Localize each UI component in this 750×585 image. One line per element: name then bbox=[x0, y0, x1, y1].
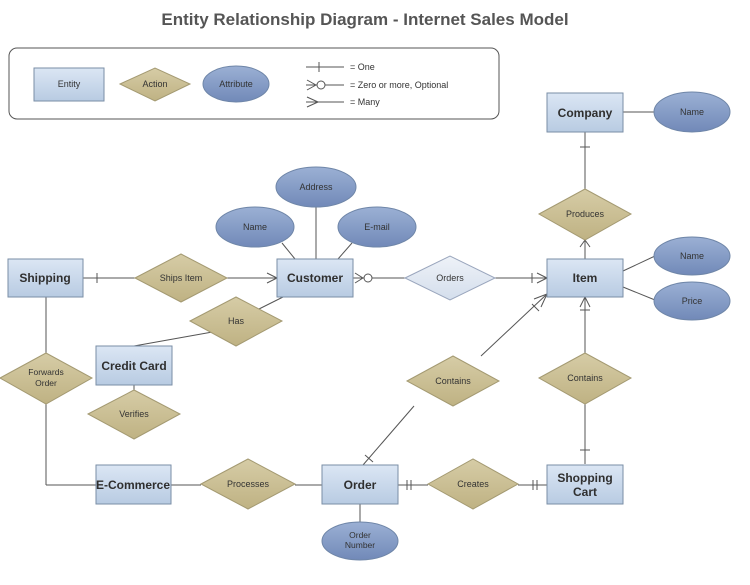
link-item-name bbox=[622, 255, 656, 272]
attr-customer-email-label: E-mail bbox=[364, 222, 390, 232]
entities: Company Customer Shipping Item Credit Ca… bbox=[7, 92, 624, 505]
action-orders bbox=[403, 255, 497, 301]
link-contains-item bbox=[480, 293, 548, 357]
link-orders-item-crow-a bbox=[536, 272, 548, 279]
legend-one-label: = One bbox=[350, 62, 375, 72]
link-item-contains-crow-b bbox=[584, 296, 591, 308]
legend: Entity Action Attribute = One = Zero or … bbox=[8, 47, 500, 120]
link-customer-has bbox=[254, 296, 284, 312]
action-orders-label: Orders bbox=[436, 273, 464, 283]
connectors bbox=[45, 111, 656, 524]
action-ships-item-label: Ships Item bbox=[160, 273, 203, 283]
link-item-price bbox=[622, 286, 656, 301]
diagram-title: Entity Relationship Diagram - Internet S… bbox=[161, 10, 569, 29]
entity-company bbox=[546, 92, 624, 133]
entity-customer-label: Customer bbox=[287, 271, 343, 285]
attributes: Name Address Name E-mail Name Price Orde… bbox=[215, 91, 731, 561]
legend-action-label: Action bbox=[142, 79, 167, 89]
entity-shopping-cart-label-1: Shopping bbox=[557, 471, 612, 485]
action-forwards-order bbox=[0, 352, 94, 405]
link-customer-email bbox=[337, 242, 353, 260]
action-produces-label: Produces bbox=[566, 209, 605, 219]
link-customer-orders-crow-b bbox=[354, 277, 364, 284]
legend-entity-label: Entity bbox=[58, 79, 81, 89]
entity-company-label: Company bbox=[558, 106, 613, 120]
link-has-creditcard bbox=[133, 330, 219, 347]
attr-customer-email bbox=[337, 206, 417, 248]
entity-shopping-cart bbox=[546, 464, 624, 505]
attr-item-name bbox=[653, 236, 731, 276]
entity-customer bbox=[276, 258, 354, 298]
legend-attribute-label: Attribute bbox=[219, 79, 253, 89]
link-customer-orders-crow-a bbox=[354, 272, 364, 279]
entity-ecommerce bbox=[95, 464, 172, 505]
link-shipsitem-crow-a bbox=[266, 272, 278, 279]
attr-item-price bbox=[653, 281, 731, 321]
legend-many-crow-b bbox=[306, 101, 319, 108]
legend-entity-shape bbox=[33, 67, 105, 102]
action-creates bbox=[426, 458, 520, 510]
entity-shopping-cart-label-2: Cart bbox=[573, 485, 597, 499]
attr-customer-name-label: Name bbox=[243, 222, 267, 232]
legend-zero-circle bbox=[316, 80, 326, 90]
entity-shipping bbox=[7, 258, 84, 298]
entity-ecommerce-label: E-Commerce bbox=[96, 478, 170, 492]
link-order-contains-tick bbox=[364, 454, 374, 463]
link-customer-name bbox=[281, 242, 296, 260]
legend-many-label: = Many bbox=[350, 97, 380, 107]
action-has-label: Has bbox=[228, 316, 245, 326]
link-order-contains bbox=[362, 405, 415, 466]
attr-order-number-label-1: Order bbox=[349, 530, 371, 540]
attr-customer-address-label: Address bbox=[299, 182, 333, 192]
attr-item-name-label: Name bbox=[680, 251, 704, 261]
action-forwards-order-label-2: Order bbox=[35, 378, 57, 388]
attr-order-number-label-2: Number bbox=[345, 540, 375, 550]
attr-company-name-label: Name bbox=[680, 107, 704, 117]
action-contains-order bbox=[405, 355, 501, 407]
link-contains-item-crow-a bbox=[533, 293, 548, 300]
attr-order-number bbox=[321, 521, 399, 561]
action-has bbox=[188, 296, 284, 347]
legend-action-shape bbox=[118, 67, 192, 102]
link-customer-orders-circle bbox=[363, 273, 373, 283]
entity-order bbox=[321, 464, 399, 505]
action-creates-label: Creates bbox=[457, 479, 489, 489]
link-produces-item-crow-a bbox=[579, 239, 586, 248]
action-verifies bbox=[86, 389, 182, 440]
actions: Produces Ships Item Orders Has Forwards … bbox=[0, 188, 633, 510]
action-forwards-order-label-1: Forwards bbox=[28, 367, 63, 377]
attr-customer-name bbox=[215, 206, 295, 248]
action-processes bbox=[199, 458, 297, 510]
action-processes-label: Processes bbox=[227, 479, 270, 489]
link-shipsitem-crow-b bbox=[266, 277, 278, 284]
entity-credit-card-label: Credit Card bbox=[101, 359, 166, 373]
action-ships-item bbox=[133, 253, 229, 303]
action-verifies-label: Verifies bbox=[119, 409, 149, 419]
entity-shipping-label: Shipping bbox=[19, 271, 70, 285]
link-produces-item-crow-b bbox=[584, 239, 591, 248]
legend-attribute-shape bbox=[202, 65, 270, 103]
attr-company-name bbox=[653, 91, 731, 133]
entity-item bbox=[546, 258, 624, 298]
attr-customer-address bbox=[275, 166, 357, 208]
action-contains-cart bbox=[537, 352, 633, 405]
entity-credit-card bbox=[95, 345, 173, 386]
action-contains-order-label: Contains bbox=[435, 376, 471, 386]
link-contains-item-tick bbox=[531, 303, 540, 312]
action-contains-cart-label: Contains bbox=[567, 373, 603, 383]
action-produces bbox=[537, 188, 633, 241]
legend-zero-crow-a bbox=[306, 79, 317, 86]
entity-item-label: Item bbox=[573, 271, 598, 285]
entity-order-label: Order bbox=[344, 478, 377, 492]
legend-many-crow-a bbox=[306, 96, 319, 103]
link-item-contains-crow-a bbox=[579, 296, 586, 308]
link-orders-item-crow-b bbox=[536, 277, 548, 284]
legend-zero-crow-b bbox=[306, 84, 317, 91]
legend-zero-label: = Zero or more, Optional bbox=[350, 80, 448, 90]
link-contains-item-crow-b bbox=[540, 293, 548, 308]
attr-item-price-label: Price bbox=[682, 296, 703, 306]
